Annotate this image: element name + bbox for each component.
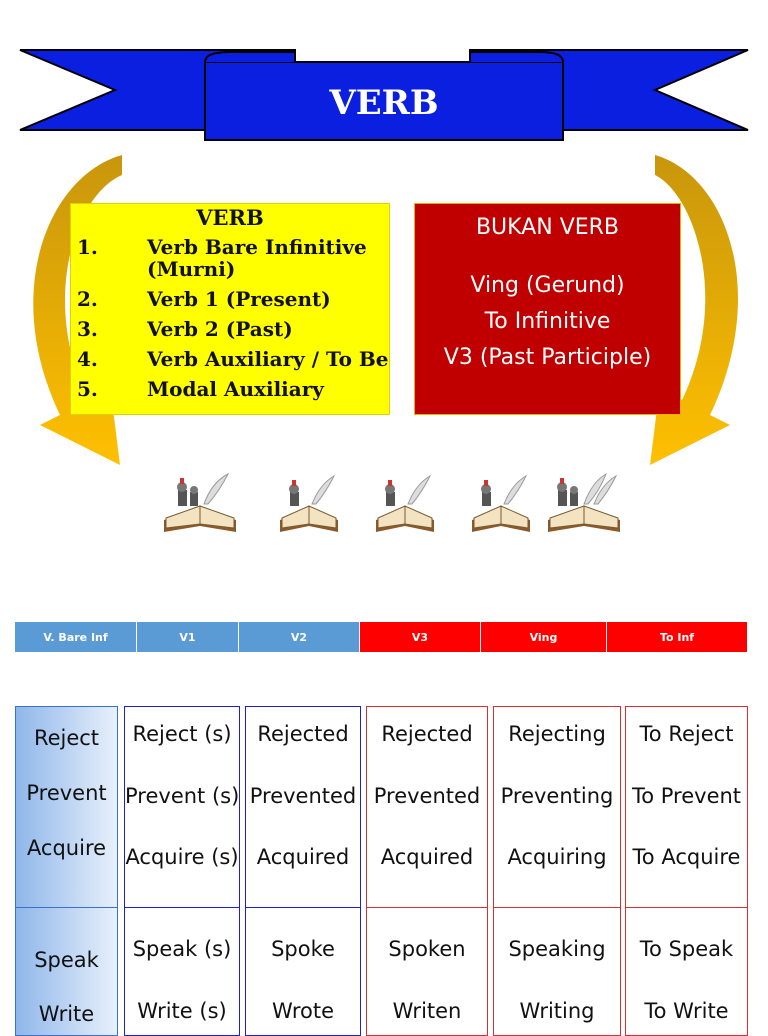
table-cell: Reject (33, 726, 100, 750)
table-cell: Rejected (257, 722, 349, 746)
table-cell: Writen (392, 999, 462, 1023)
verb-item-number: 5. (77, 377, 98, 401)
verb-item-text: Verb 2 (Past) (147, 317, 293, 341)
table-column: Rejected Prevented Acquired Spoke Wrote (245, 706, 361, 1036)
table-cell: Prevented (373, 784, 481, 808)
table-cell: Prevented (249, 784, 357, 808)
header-cell: To Inf (607, 622, 747, 652)
header-cell: V2 (239, 622, 360, 652)
verb-banner (19, 49, 749, 141)
bukan-verb-line: V3 (Past Participle) (443, 345, 652, 370)
verb-item-number: 3. (77, 317, 98, 341)
table-column: Rejected Prevented Acquired Spoken Write… (366, 706, 488, 1036)
banner-title: VERB (329, 83, 439, 123)
book-quill-icon (280, 474, 338, 532)
verb-item-number: 4. (77, 347, 98, 371)
table-cell: Preventing (500, 784, 614, 808)
book-quill-icon (548, 472, 620, 532)
right-arrow-icon (650, 155, 738, 465)
verb-item: 4. Verb Auxiliary / To Be (71, 348, 389, 370)
table-cell: Spoken (388, 937, 466, 961)
header-cell: Ving (481, 622, 607, 652)
verb-box: VERB 1. Verb Bare Infinitive (Murni) 2. Ve… (70, 203, 390, 415)
table-cell: Prevent (s) (125, 784, 240, 808)
verb-forms-header: V. Bare Inf V1 V2 V3 Ving To Inf (15, 622, 747, 652)
table-column: Reject (s) Prevent (s) Acquire (s) Speak… (124, 706, 240, 1036)
verb-item-text: Modal Auxiliary (147, 377, 324, 401)
table-cell: Rejected (381, 722, 473, 746)
verb-item: 3. Verb 2 (Past) (71, 318, 389, 340)
table-cell: Writing (519, 999, 595, 1023)
table-cell: Acquire (s) (125, 845, 239, 869)
verb-item-text: Verb Bare Infinitive (Murni) (147, 235, 367, 281)
table-cell: Acquired (256, 845, 350, 869)
bukan-verb-line: Ving (Gerund) (470, 273, 625, 298)
verb-item-number: 1. (77, 235, 98, 259)
table-cell: Spoke (271, 937, 335, 961)
table-cell: To Prevent (631, 784, 742, 808)
table-cell: To Write (644, 999, 729, 1023)
verb-item-number: 2. (77, 287, 98, 311)
verb-item-text: Verb Auxiliary / To Be (147, 347, 389, 371)
table-cell: To Acquire (632, 845, 741, 869)
header-cell: V. Bare Inf (15, 622, 137, 652)
table-cell: Speak (s) (132, 937, 232, 961)
table-column: To Reject To Prevent To Acquire To Speak… (625, 706, 748, 1036)
table-column: Reject Prevent Acquire Speak Write (15, 706, 118, 1036)
table-cell: Write (s) (137, 999, 227, 1023)
table-cell: Wrote (272, 999, 334, 1023)
table-cell: To Speak (639, 937, 734, 961)
table-cell: Acquired (380, 845, 474, 869)
book-quill-icon (472, 474, 530, 532)
verb-item-text: Verb 1 (Present) (147, 287, 331, 311)
table-cell: Speaking (508, 937, 606, 961)
bukan-verb-box: BUKAN VERB Ving (Gerund) To Infinitive V… (414, 203, 681, 415)
book-quill-icon (164, 472, 236, 532)
table-cell: Speak (34, 948, 99, 972)
table-cell: Reject (s) (132, 722, 232, 746)
verb-item: 2. Verb 1 (Present) (71, 288, 389, 310)
bukan-verb-line: To Infinitive (484, 309, 611, 334)
header-cell: V3 (360, 622, 481, 652)
bukan-verb-title: BUKAN VERB (475, 215, 620, 240)
left-arrow-icon (33, 155, 122, 465)
table-cell: Prevent (26, 781, 107, 805)
table-cell: To Reject (639, 722, 734, 746)
verb-item: 1. Verb Bare Infinitive (Murni) (71, 236, 389, 280)
table-cell: Rejecting (508, 722, 606, 746)
table-cell: Acquire (26, 836, 107, 860)
table-cell: Acquiring (507, 845, 607, 869)
curved-arrows (33, 155, 738, 465)
book-quill-icon (376, 474, 434, 532)
verb-item: 5. Modal Auxiliary (71, 378, 389, 400)
table-cell: Write (38, 1002, 95, 1026)
table-column: Rejecting Preventing Acquiring Speaking … (493, 706, 621, 1036)
verb-box-title: VERB (196, 205, 264, 230)
header-cell: V1 (137, 622, 239, 652)
